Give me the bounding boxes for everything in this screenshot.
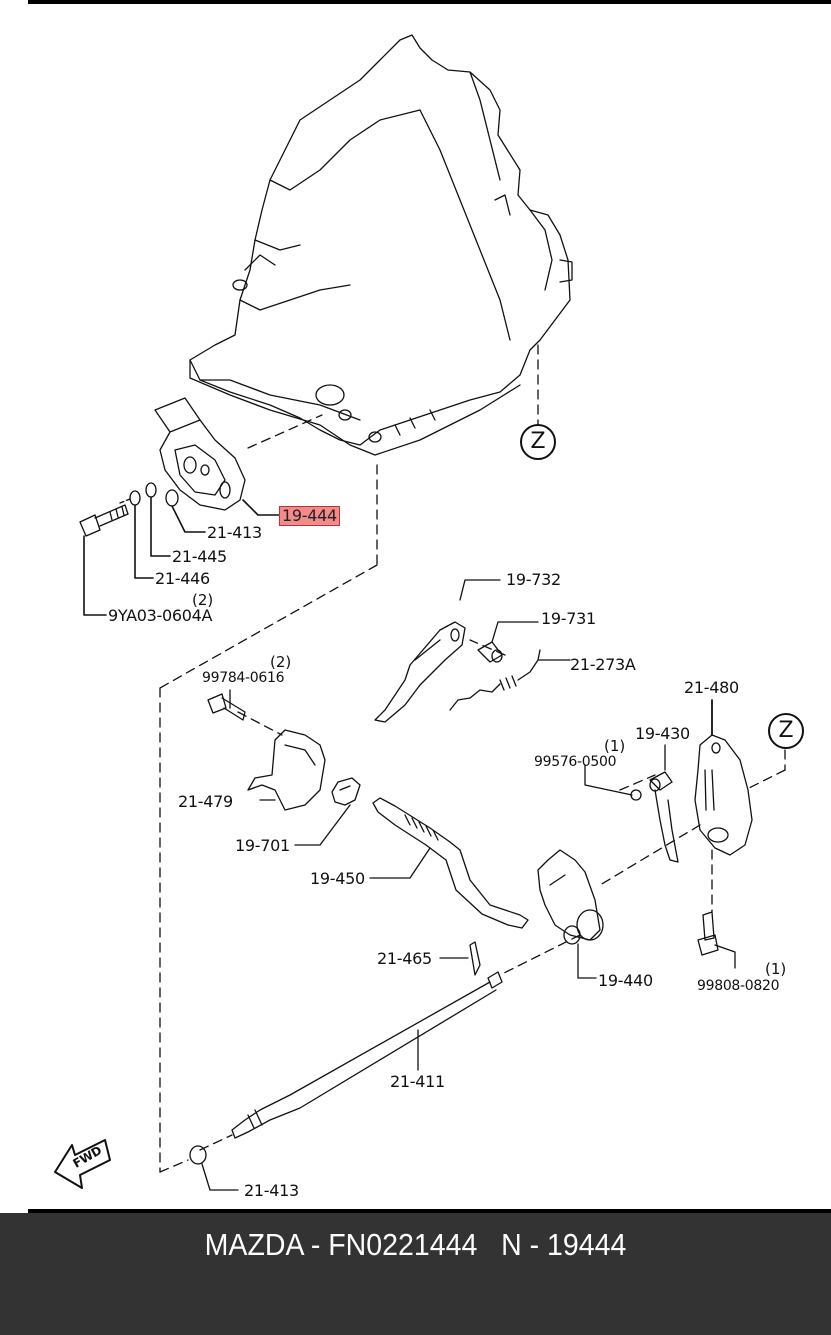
qty-9ya03-0604a: (2): [192, 591, 214, 609]
callout-21-446[interactable]: 21-446: [155, 569, 210, 588]
callout-21-465[interactable]: 21-465: [377, 949, 432, 968]
o-ring-part: [189, 1145, 239, 1191]
qty-99784-0616: (2): [270, 653, 292, 671]
clip-part: [294, 777, 361, 846]
exploded-parts-diagram: Z Z FWD 19-444 21-413 21-445 21-446 (2) …: [54, 34, 804, 1200]
reference-marker-z-top: Z: [520, 424, 556, 460]
callout-99576-0500[interactable]: 99576-0500: [534, 754, 617, 770]
pin-part: [477, 621, 539, 663]
lever-part: [374, 579, 501, 723]
part-number-title: MAZDA - FN0221444 N - 19444: [204, 1227, 627, 1262]
bracket-part: [207, 689, 326, 811]
callout-19-440[interactable]: 19-440: [598, 971, 653, 990]
detent-bracket-part: [694, 699, 753, 856]
plate-part: [537, 849, 604, 979]
top-border: [28, 0, 831, 4]
callout-9ya03-0604a[interactable]: 9YA03-0604A: [108, 606, 213, 625]
callout-19-444[interactable]: 19-444: [279, 506, 340, 526]
switch-hardware: [79, 482, 179, 537]
shift-rod-part: [369, 797, 529, 929]
callout-21-413-top[interactable]: 21-413: [207, 523, 262, 542]
qty-99576-0500: (1): [604, 737, 626, 755]
reference-marker-z-right: Z: [768, 713, 804, 749]
footer-border: [28, 1209, 831, 1213]
callout-19-732[interactable]: 19-732: [506, 570, 561, 589]
qty-99808-0820: (1): [765, 960, 787, 978]
bolt-part: [697, 911, 736, 969]
callout-21-479[interactable]: 21-479: [178, 792, 233, 811]
callout-21-445[interactable]: 21-445: [172, 547, 227, 566]
callout-99808-0820[interactable]: 99808-0820: [697, 978, 780, 994]
callout-19-731[interactable]: 19-731: [541, 609, 596, 628]
spring-part: [449, 649, 571, 711]
callout-19-701[interactable]: 19-701: [235, 836, 290, 855]
callout-99784-0616[interactable]: 99784-0616: [202, 670, 285, 686]
callout-19-430[interactable]: 19-430: [635, 724, 690, 743]
neutral-switch-part: [154, 397, 246, 511]
callout-21-413-bottom[interactable]: 21-413: [244, 1181, 299, 1200]
callout-19-450[interactable]: 19-450: [310, 869, 365, 888]
transmission-case: [189, 34, 573, 456]
leader-lines-top: [83, 496, 281, 616]
roll-pin-part: [439, 941, 481, 976]
forward-arrow-icon: [54, 1139, 111, 1189]
clevis-part: [584, 744, 679, 863]
callout-21-480[interactable]: 21-480: [684, 678, 739, 697]
diagram-drawing: [54, 34, 786, 1191]
footer-bar: MAZDA - FN0221444 N - 19444: [0, 1213, 831, 1335]
callout-21-273a[interactable]: 21-273A: [570, 655, 636, 674]
manual-shaft-part: [231, 971, 503, 1139]
dashed-reference-lines: [159, 344, 786, 1173]
callout-21-411[interactable]: 21-411: [390, 1072, 445, 1091]
